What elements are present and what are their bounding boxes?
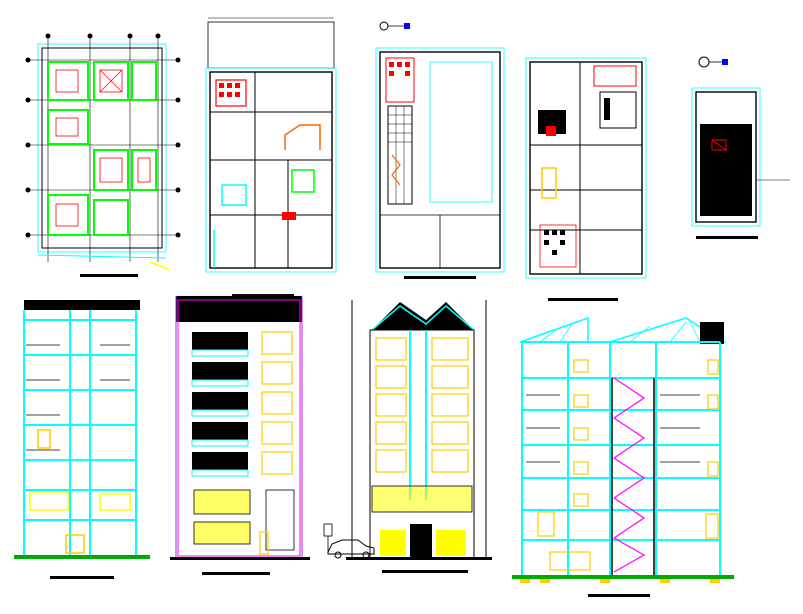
front-elevation-side — [323, 300, 492, 573]
tree-silhouette — [323, 523, 333, 552]
floor-plan-structural-grid — [25, 33, 181, 277]
floor-plan-ground-level — [205, 17, 337, 297]
front-elevation-main — [170, 296, 310, 575]
floor-plan-roof-level — [691, 56, 790, 239]
floor-plan-typical-level — [525, 57, 647, 301]
floor-plan-open-hall — [375, 21, 505, 279]
cross-section-staircase — [512, 316, 734, 597]
longitudinal-section-a — [14, 300, 150, 579]
